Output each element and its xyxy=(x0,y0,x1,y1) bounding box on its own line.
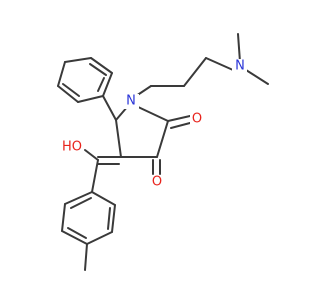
o-ketone-3-label: O xyxy=(152,175,162,190)
bond-tol-6 xyxy=(91,191,116,206)
bond-n-methyl-right xyxy=(245,69,269,85)
o-hydroxyl-label: HO xyxy=(62,140,82,155)
tolyl-ring xyxy=(61,191,116,271)
bond-ph-double-1 xyxy=(89,63,107,76)
bond-tol-5 xyxy=(111,204,116,233)
bond-ph-4 xyxy=(57,61,66,87)
bond-tol-double-1 xyxy=(70,197,92,209)
bond-ph-double-2 xyxy=(62,83,80,97)
bond-c2-o-a xyxy=(167,115,191,122)
bond-ph-5 xyxy=(57,85,79,103)
bond-tol-methyl xyxy=(84,243,88,271)
bond-exo-oh xyxy=(84,149,99,161)
exocyclic-alkene xyxy=(84,149,122,193)
bond-tol-double-2 xyxy=(67,227,87,239)
bond-ph-double-3 xyxy=(97,77,105,92)
o-ketone-2-bg xyxy=(190,112,204,127)
bond-c2-o-b xyxy=(170,122,191,129)
bond-tol-2 xyxy=(61,203,66,232)
bond-n1-c2 xyxy=(135,105,169,122)
bond-n-methyl-top xyxy=(237,33,241,63)
dimethylamino-group xyxy=(205,33,269,85)
bond-tol-double-3 xyxy=(107,207,111,230)
bond-chain-1 xyxy=(183,57,207,87)
c2-carbonyl xyxy=(167,115,191,129)
bond-ph-2 xyxy=(90,57,113,74)
bond-ph-6 xyxy=(77,95,104,103)
n-amine-label: N xyxy=(235,59,245,74)
bond-exo-tolyl xyxy=(91,159,99,193)
n-ring-bg xyxy=(124,94,139,109)
phenyl-ring xyxy=(57,57,117,121)
bond-tol-1 xyxy=(64,191,93,205)
bond-c5-phenyl xyxy=(102,95,117,121)
bond-n-ch2 xyxy=(205,57,234,71)
n-amine-bg xyxy=(232,59,247,74)
bond-tol-4 xyxy=(86,231,113,245)
n-ring-label: N xyxy=(126,94,136,109)
o-ketone-3-bg xyxy=(150,175,164,190)
bond-tol-3 xyxy=(61,230,88,245)
propyl-chain xyxy=(135,57,207,97)
molecule-structure: N N O O HO xyxy=(57,33,269,271)
o-ketone-2-label: O xyxy=(192,112,202,127)
bond-c2-c3 xyxy=(156,120,169,158)
atom-labels: N N O O HO xyxy=(60,59,247,190)
c3-carbonyl xyxy=(152,159,161,175)
bond-c4-c5 xyxy=(115,119,122,158)
o-hydroxyl-bg xyxy=(60,140,84,155)
bond-ph-3 xyxy=(64,57,92,63)
pyrrolidine-ring xyxy=(115,105,169,158)
bond-ph-1 xyxy=(102,72,113,97)
